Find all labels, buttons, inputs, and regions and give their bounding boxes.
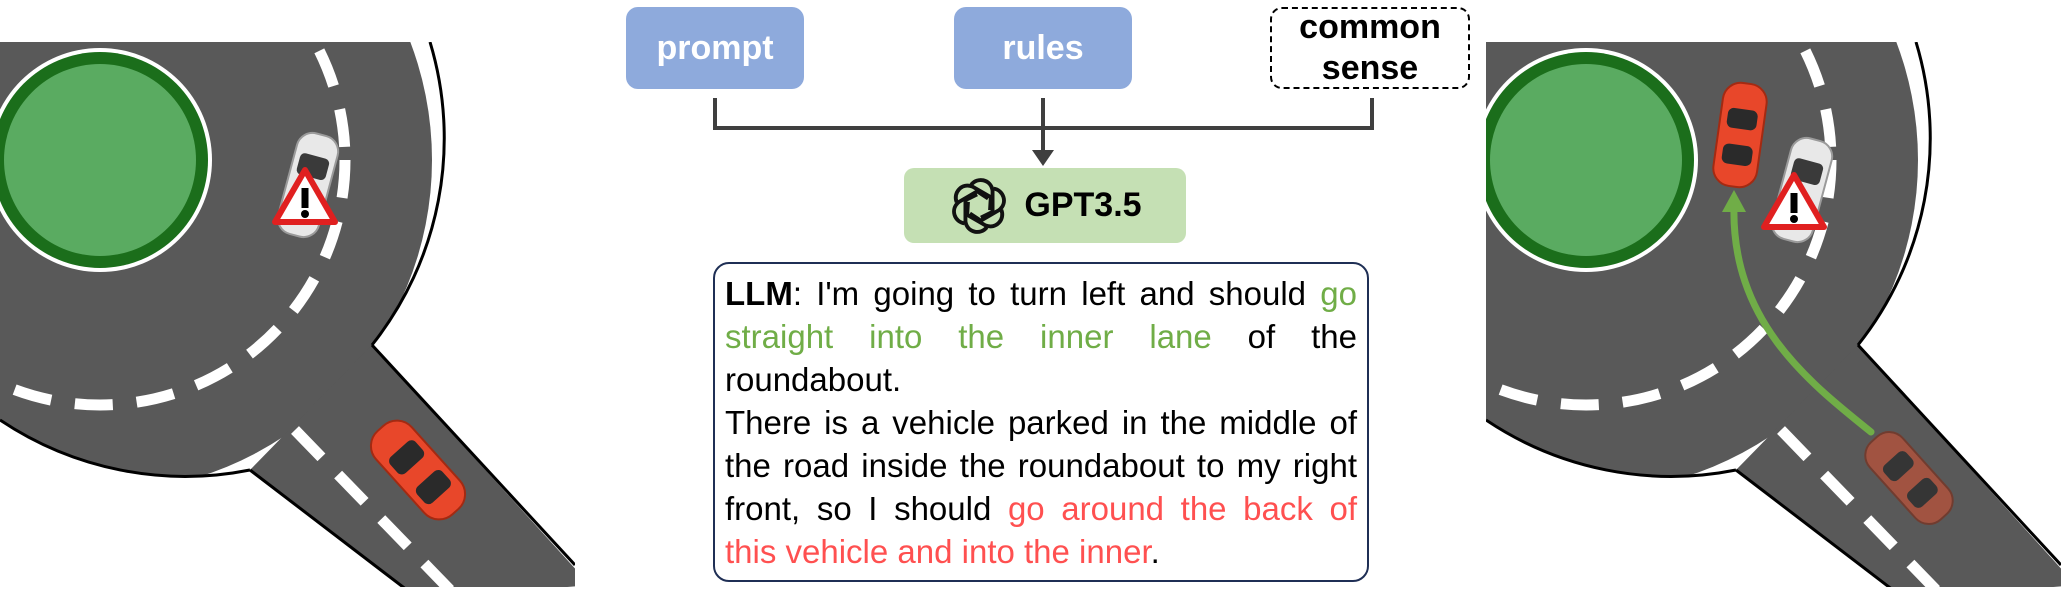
- common-sense-label: common sense: [1299, 8, 1441, 87]
- roundabout-island: [1486, 48, 1698, 272]
- rules-label: rules: [1002, 28, 1084, 67]
- rules-box: rules: [954, 7, 1132, 89]
- warning-triangle-icon: [272, 167, 338, 225]
- llm-prefix: LLM: [725, 275, 793, 312]
- llm-response-line1: LLM: I'm going to turn left and should g…: [725, 272, 1357, 401]
- gpt-model-box: GPT3.5: [904, 168, 1186, 243]
- down-arrowhead: [1032, 150, 1054, 166]
- left-roundabout-scene: [0, 42, 575, 587]
- roundabout-island: [0, 48, 212, 272]
- red-car-icon: [1712, 81, 1768, 189]
- prompt-box: prompt: [626, 7, 804, 89]
- line2-after: .: [1150, 533, 1160, 570]
- prompt-label: prompt: [656, 28, 774, 67]
- gpt-label: GPT3.5: [1024, 186, 1142, 224]
- openai-logo-icon: [952, 177, 1007, 234]
- line1-after: of the roundabout.: [725, 318, 1358, 398]
- red-car-icon: [369, 419, 467, 521]
- green-path-arrow: [1722, 190, 1875, 436]
- right-roundabout-scene: [1486, 42, 2061, 587]
- line1-highlight: go straight into the inner lane: [725, 275, 1357, 355]
- common-sense-box: common sense: [1270, 7, 1470, 89]
- lane-divider: [0, 42, 351, 411]
- line2-highlight: go around the back of this vehicle and i…: [725, 490, 1357, 570]
- red-car-start-icon: [1864, 431, 1954, 525]
- line1-before: : I'm going to turn left and should: [792, 275, 1321, 312]
- line2-before: There is a vehicle parked in the middle …: [725, 404, 1357, 527]
- exit-lane-divider: [1777, 426, 1940, 587]
- llm-response-box: LLM: I'm going to turn left and should g…: [713, 262, 1369, 582]
- warning-triangle-icon: [1761, 172, 1827, 230]
- llm-response-line2: There is a vehicle parked in the middle …: [725, 401, 1357, 573]
- exit-lane-divider: [291, 426, 454, 587]
